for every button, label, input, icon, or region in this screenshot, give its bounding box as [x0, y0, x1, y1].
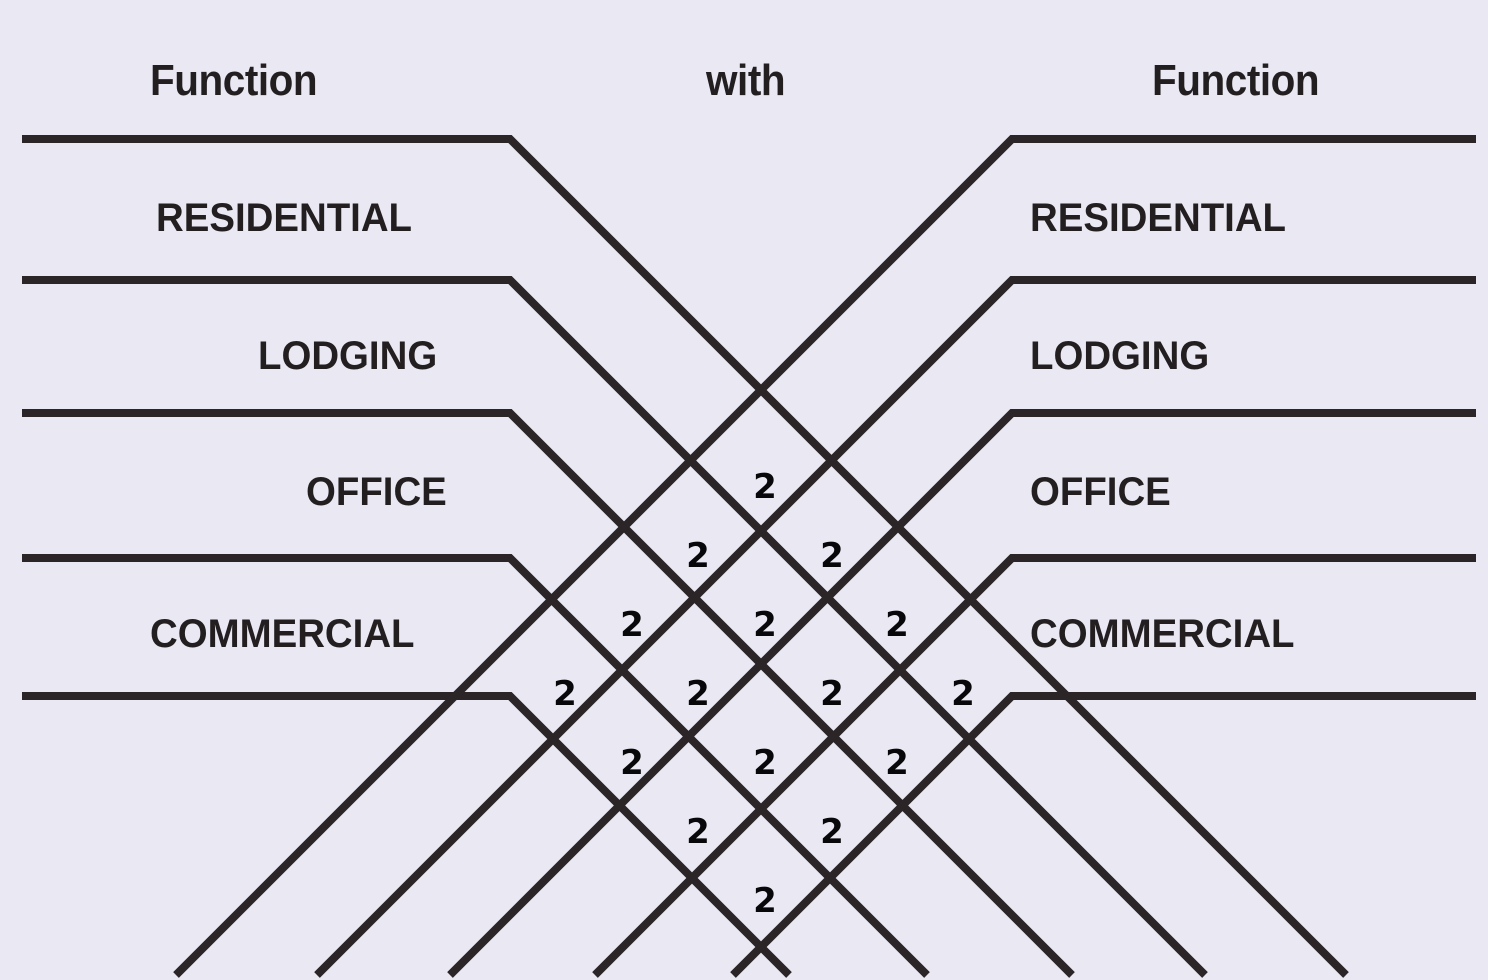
matrix-cell-r6-c2[interactable]: 2	[820, 812, 844, 852]
right-rail-1	[173, 135, 1476, 978]
right-rail-5	[730, 692, 1476, 978]
matrix-cell-r3-c3[interactable]: 2	[885, 605, 909, 645]
right-rail-2	[314, 276, 1476, 978]
matrix-cell-r6-c1[interactable]: 2	[686, 812, 710, 852]
left-label-residential: RESIDENTIAL	[156, 196, 413, 240]
header-right: Function	[1152, 56, 1320, 105]
matrix-cell-r4-c1[interactable]: 2	[553, 674, 577, 714]
matrix-cell-r3-c2[interactable]: 2	[753, 605, 777, 645]
right-rail-4	[592, 554, 1476, 978]
right-label-residential: RESIDENTIAL	[1030, 196, 1287, 240]
matrix-cell-r5-c3[interactable]: 2	[885, 743, 909, 783]
left-rail-5	[22, 692, 792, 978]
left-label-lodging: LODGING	[258, 334, 438, 378]
matrix-cell-r3-c1[interactable]: 2	[620, 605, 644, 645]
header-left: Function	[150, 56, 318, 105]
left-label-office: OFFICE	[306, 470, 447, 514]
right-label-lodging: LODGING	[1030, 334, 1210, 378]
matrix-cell-r5-c2[interactable]: 2	[753, 743, 777, 783]
right-label-office: OFFICE	[1030, 470, 1171, 514]
matrix-cell-r4-c4[interactable]: 2	[951, 674, 975, 714]
left-rail-3	[22, 409, 1075, 978]
matrix-cell-r7-c1[interactable]: 2	[753, 881, 777, 921]
left-rail-4	[22, 554, 930, 978]
right-label-commercial: COMMERCIAL	[1030, 612, 1295, 656]
header-middle: with	[706, 56, 786, 105]
right-rail-3	[447, 409, 1476, 978]
matrix-cell-r1-c1[interactable]: 2	[753, 467, 777, 507]
matrix-cell-r2-c1[interactable]: 2	[686, 536, 710, 576]
matrix-cell-r4-c3[interactable]: 2	[820, 674, 844, 714]
left-label-commercial: COMMERCIAL	[150, 612, 415, 656]
left-rail-2	[22, 276, 1208, 978]
matrix-cell-r2-c2[interactable]: 2	[820, 536, 844, 576]
matrix-cell-r5-c1[interactable]: 2	[620, 743, 644, 783]
matrix-cell-r4-c2[interactable]: 2	[686, 674, 710, 714]
